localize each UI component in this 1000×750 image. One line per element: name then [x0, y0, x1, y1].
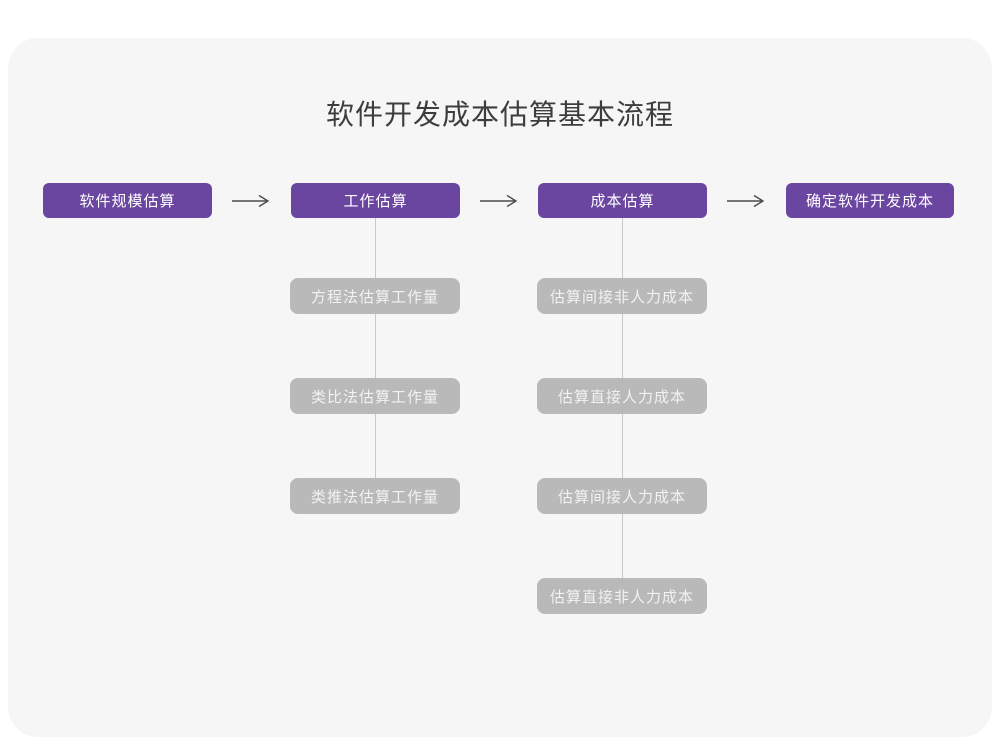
- right-arrow-icon: [727, 194, 765, 208]
- substep-direct-labor-cost: 估算直接人力成本: [537, 378, 707, 414]
- substep-extrapolation-method-effort: 类推法估算工作量: [290, 478, 460, 514]
- right-arrow-icon: [232, 194, 270, 208]
- flowchart-canvas: [8, 38, 992, 737]
- step-determine-development-cost: 确定软件开发成本: [786, 183, 954, 218]
- step-software-scale-estimation: 软件规模估算: [43, 183, 212, 218]
- substep-indirect-labor-cost: 估算间接人力成本: [537, 478, 707, 514]
- substep-equation-method-effort: 方程法估算工作量: [290, 278, 460, 314]
- diagram-title: 软件开发成本估算基本流程: [325, 99, 674, 130]
- connector-line-effort: [375, 218, 376, 482]
- step-cost-estimation: 成本估算: [538, 183, 707, 218]
- step-effort-estimation: 工作估算: [291, 183, 460, 218]
- substep-analogy-method-effort: 类比法估算工作量: [290, 378, 460, 414]
- substep-direct-nonlabor-cost: 估算直接非人力成本: [537, 578, 707, 614]
- substep-indirect-nonlabor-cost: 估算间接非人力成本: [537, 278, 707, 314]
- right-arrow-icon: [480, 194, 518, 208]
